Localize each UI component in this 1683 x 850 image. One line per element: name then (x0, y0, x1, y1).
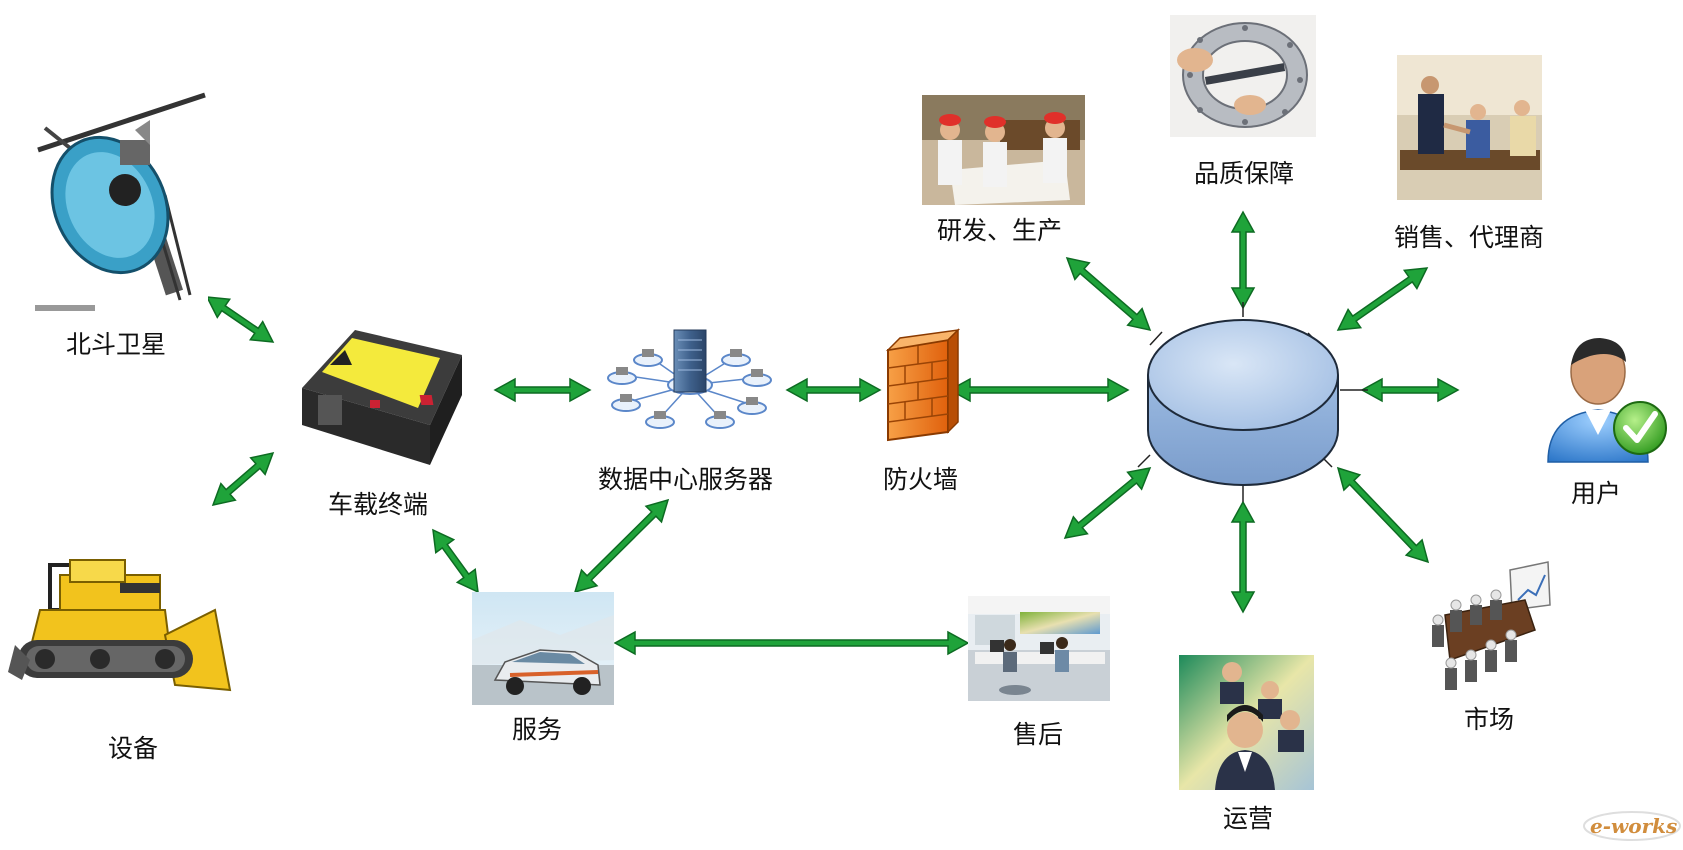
handshake-icon (1397, 55, 1542, 200)
equipment-label: 设备 (108, 734, 158, 763)
arrow-datacenter-service (573, 498, 670, 594)
meeting-table-icon (1432, 561, 1551, 690)
market-label: 市场 (1464, 705, 1514, 734)
arrow-terminal-datacenter (493, 377, 592, 403)
service-label: 服务 (512, 715, 562, 744)
arrow-equipment-terminal (211, 451, 275, 507)
svg-text:e-works: e-works (1590, 814, 1677, 838)
arrow-firewall-database (948, 377, 1130, 403)
arrow-database-quality (1230, 210, 1256, 310)
bulldozer-icon (8, 559, 232, 692)
terminal-device-icon (302, 330, 462, 465)
rnd-label: 研发、生产 (937, 216, 1062, 245)
office-icon (968, 596, 1110, 701)
user-label: 用户 (1571, 479, 1621, 508)
car-icon (472, 592, 614, 705)
arrow-satellite-terminal (205, 296, 275, 343)
arrow-database-market (1336, 466, 1430, 564)
terminal-label: 车载终端 (328, 490, 428, 519)
watermark-logo: e-works (1583, 811, 1681, 841)
user-check-icon (1547, 338, 1667, 463)
arrow-service-aftersales (613, 630, 970, 656)
quality-label: 品质保障 (1194, 159, 1294, 188)
factory-workers-icon (922, 95, 1085, 205)
arrow-database-user (1360, 377, 1460, 403)
arrow-database-sales (1336, 267, 1429, 331)
operations-label: 运营 (1223, 804, 1273, 833)
firewall-label: 防火墙 (883, 465, 958, 494)
satellite-icon (35, 88, 208, 311)
call-center-icon (1179, 655, 1314, 790)
firewall-icon (885, 328, 961, 442)
sales-label: 销售、代理商 (1394, 223, 1544, 252)
arrow-database-left (1063, 467, 1152, 539)
satellite-label: 北斗卫星 (66, 330, 166, 359)
aftersales-label: 售后 (1013, 720, 1063, 749)
database-icon (1147, 319, 1339, 486)
network-server-icon (607, 329, 772, 429)
arrow-datacenter-firewall (785, 377, 882, 403)
arrow-terminal-service (432, 528, 479, 594)
bearing-icon (1170, 15, 1316, 137)
arrow-database-rnd (1065, 256, 1152, 332)
arrow-database-operations (1230, 500, 1256, 614)
datacenter-label: 数据中心服务器 (598, 465, 773, 494)
connection-arrows (205, 210, 1460, 656)
